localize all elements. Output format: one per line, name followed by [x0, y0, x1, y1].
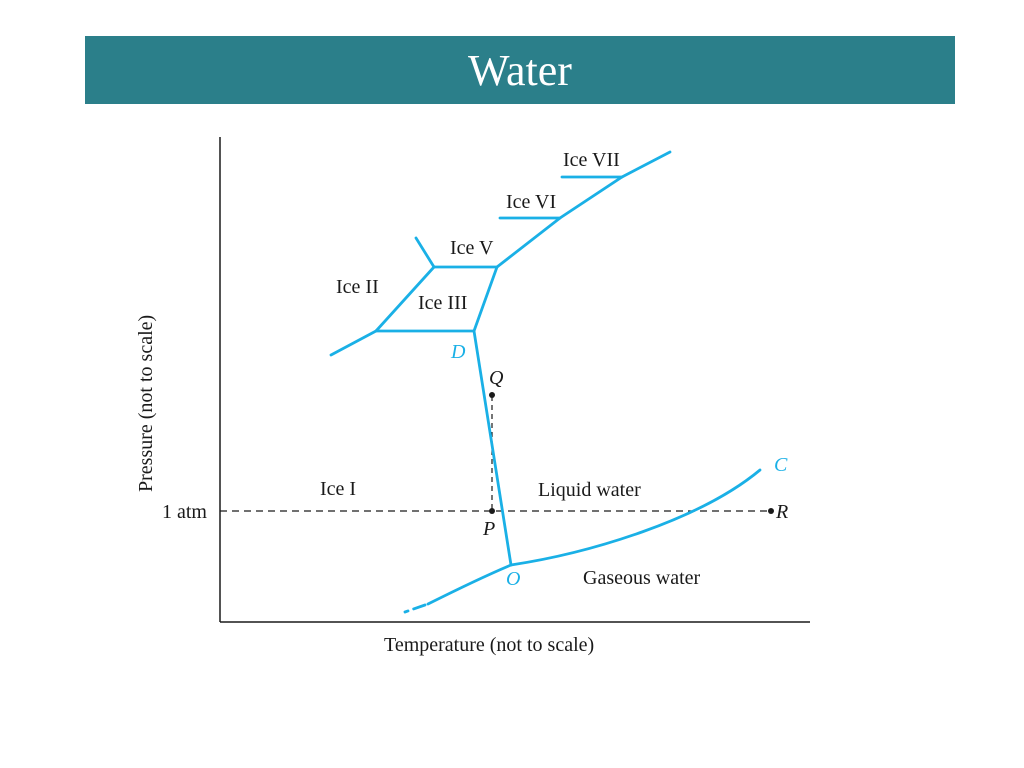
label-point-o: O — [506, 568, 520, 590]
point-q-dot — [489, 392, 495, 398]
label-ice-vii: Ice VII — [563, 149, 620, 171]
label-ice-ii: Ice II — [336, 276, 379, 298]
y-tick-one-atm: 1 atm — [162, 501, 207, 523]
x-axis-label: Temperature (not to scale) — [384, 634, 594, 656]
label-point-p: P — [482, 518, 495, 540]
label-ice-iii: Ice III — [418, 292, 467, 314]
label-ice-v: Ice V — [450, 237, 494, 259]
label-point-r: R — [775, 501, 788, 523]
melting-curve-od — [472, 329, 513, 567]
sublimation-curve-dashed — [403, 603, 427, 614]
ice-iii-boundary — [472, 265, 499, 333]
point-r-dot — [768, 508, 774, 514]
phase-boundaries — [329, 150, 762, 614]
ice-ii-lower-boundary — [329, 329, 378, 357]
label-point-c: C — [774, 454, 788, 476]
ice-v-left-boundary — [414, 236, 436, 269]
title-bar: Water — [85, 36, 955, 104]
point-p-dot — [489, 508, 495, 514]
label-point-d: D — [450, 341, 466, 363]
vaporization-curve-oc — [509, 468, 762, 567]
ice-v-ice-vi-vii-boundary — [495, 150, 672, 269]
sublimation-curve — [426, 563, 513, 606]
label-point-q: Q — [489, 367, 504, 389]
slide-title: Water — [468, 45, 572, 95]
label-ice-i: Ice I — [320, 478, 356, 500]
label-liquid-water: Liquid water — [538, 479, 641, 501]
label-gaseous-water: Gaseous water — [583, 567, 701, 589]
ice-ii-iii-boundary — [374, 265, 436, 333]
label-ice-vi: Ice VI — [506, 191, 556, 213]
y-axis-label: Pressure (not to scale) — [135, 315, 157, 492]
